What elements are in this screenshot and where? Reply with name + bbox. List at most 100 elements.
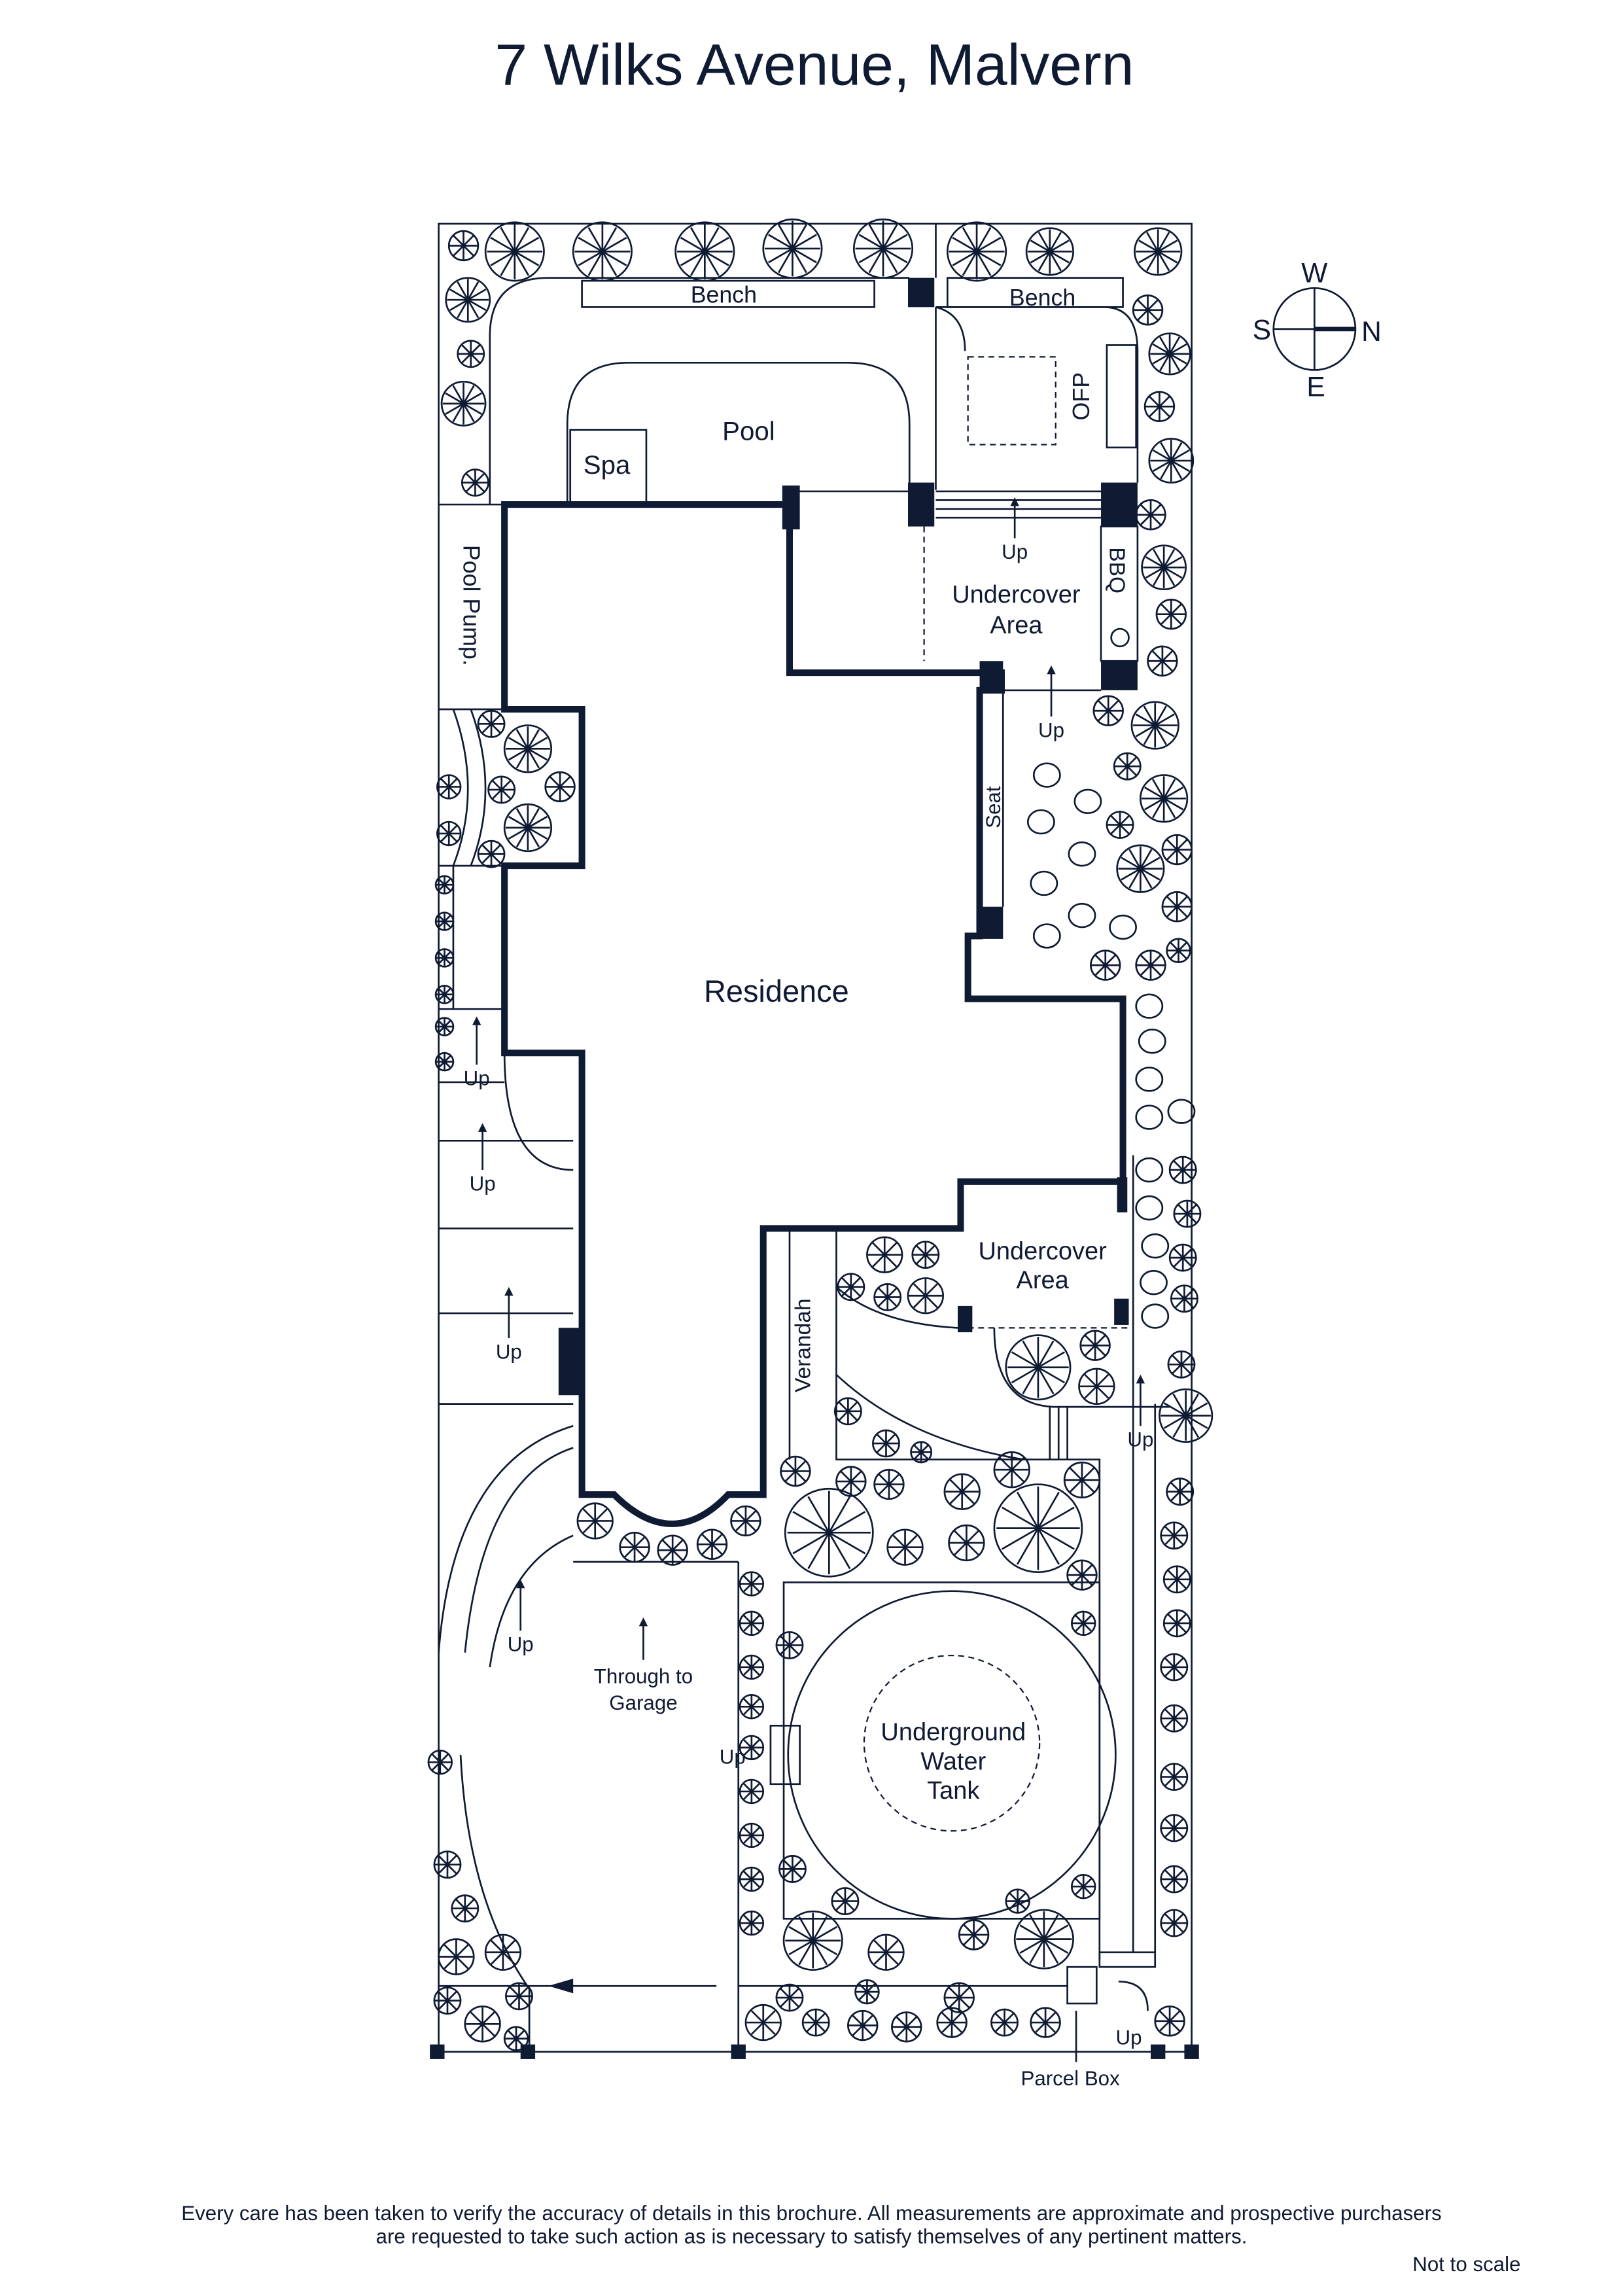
tree-icon xyxy=(1140,774,1189,823)
tree-icon xyxy=(910,1441,933,1464)
undercover-top-label-2: Area xyxy=(990,612,1043,639)
tree-icon xyxy=(484,221,545,282)
stepping-stone xyxy=(1135,1157,1164,1183)
tree-icon xyxy=(852,218,914,279)
tree-icon xyxy=(427,1749,453,1775)
stepping-stone xyxy=(1135,1195,1164,1221)
bench-right-label: Bench xyxy=(1009,285,1075,311)
tree-icon xyxy=(1116,844,1165,893)
room-labels: Bench Bench Pool Spa OFP BBQ Pool Pump. … xyxy=(459,282,1129,2091)
tree-icon xyxy=(461,468,489,497)
tree-icon xyxy=(739,1910,765,1936)
tree-icon xyxy=(1132,294,1164,326)
up-label: Up xyxy=(1116,2026,1142,2049)
tree-icon xyxy=(744,2004,782,2041)
undercover-bottom-label-2: Area xyxy=(1017,1267,1070,1294)
tree-icon xyxy=(544,771,576,803)
tree-icon xyxy=(1079,1330,1111,1361)
tree-icon xyxy=(572,221,633,282)
verandah-label: Verandah xyxy=(791,1298,815,1392)
tree-icon xyxy=(739,1866,765,1892)
tree-icon xyxy=(1078,1368,1115,1405)
tree-icon xyxy=(1160,1865,1189,1894)
compass-icon: W S N E xyxy=(1253,257,1382,402)
tree-icon xyxy=(801,2008,830,2037)
garden-structures xyxy=(738,1155,1170,2011)
tree-icon xyxy=(503,724,553,773)
tree-icon xyxy=(1168,1243,1197,1272)
tree-icon xyxy=(886,1528,924,1566)
tree-icon xyxy=(1168,1156,1197,1184)
tree-icon xyxy=(447,230,480,262)
bbq-label: BBQ xyxy=(1104,547,1128,593)
tree-icon xyxy=(835,1466,867,1497)
tree-icon xyxy=(434,911,455,931)
tree-icon xyxy=(487,775,516,804)
tree-icon xyxy=(674,221,735,282)
tree-icon xyxy=(1160,1763,1189,1792)
tree-icon xyxy=(782,1910,843,1971)
arrowhead xyxy=(1010,497,1019,506)
up-label: Up xyxy=(1127,1428,1153,1451)
tree-icon xyxy=(1160,1704,1189,1733)
tree-icon xyxy=(484,1934,522,1971)
tree-icon xyxy=(1173,1199,1202,1228)
tree-icon xyxy=(1161,891,1193,923)
stepping-stone xyxy=(1140,1269,1168,1296)
arrowhead xyxy=(1136,1374,1145,1384)
tree-icon xyxy=(1160,1521,1189,1550)
tree-icon xyxy=(1025,227,1074,276)
tree-icon xyxy=(907,1277,944,1315)
undercover-top-label: Undercover xyxy=(952,581,1081,609)
tree-icon xyxy=(433,1987,462,2015)
tree-icon xyxy=(1148,438,1195,484)
tree-icon xyxy=(739,1778,765,1805)
water-tank-label-3: Tank xyxy=(927,1777,980,1805)
disclaimer-line-2: are requested to take such action as is … xyxy=(376,2225,1248,2248)
tree-icon xyxy=(948,1524,985,1562)
stepping-stone xyxy=(1109,914,1138,940)
tree-icon xyxy=(778,1854,807,1883)
tree-icon xyxy=(1160,1909,1189,1937)
stepping-stone xyxy=(1167,1099,1196,1124)
tree-icon xyxy=(438,1938,475,1975)
tree-icon xyxy=(873,1468,905,1500)
up-label: Up xyxy=(508,1633,534,1655)
stepping-stone xyxy=(1073,788,1102,815)
tree-icon xyxy=(1166,938,1191,963)
up-label: Up xyxy=(1038,718,1064,741)
tree-icon xyxy=(936,2007,968,2038)
stepping-stone xyxy=(1141,1233,1170,1259)
compass-east: E xyxy=(1306,372,1325,402)
tree-icon xyxy=(451,1894,480,1923)
tree-icon xyxy=(1070,1873,1096,1899)
tree-icon xyxy=(457,340,485,368)
tree-icon xyxy=(619,1531,650,1563)
tree-icon xyxy=(947,221,1007,282)
tree-icon xyxy=(943,1982,975,2013)
arrowhead xyxy=(504,1286,514,1296)
tree-icon xyxy=(911,1241,940,1269)
seat-label: Seat xyxy=(982,786,1005,828)
tree-icon xyxy=(854,1979,880,2005)
tree-icon xyxy=(1106,811,1134,839)
tree-icon xyxy=(739,1694,765,1720)
tree-icon xyxy=(762,218,823,279)
tree-icon xyxy=(434,875,455,894)
garden-trees xyxy=(427,218,1213,2051)
tree-icon xyxy=(1154,2005,1185,2037)
water-tank-label: Underground xyxy=(881,1719,1026,1746)
tree-icon xyxy=(1148,332,1191,376)
tree-icon xyxy=(477,839,506,868)
tree-icon xyxy=(1167,1350,1196,1379)
stepping-stone xyxy=(1141,1303,1170,1329)
tree-icon xyxy=(1066,1559,1098,1591)
page-title: 7 Wilks Avenue, Malvern xyxy=(495,32,1134,97)
tree-icon xyxy=(1143,391,1176,423)
tree-icon xyxy=(1147,645,1178,677)
spa-label: Spa xyxy=(584,450,631,480)
stepping-stone xyxy=(1068,902,1096,928)
arrowhead xyxy=(1047,665,1056,675)
